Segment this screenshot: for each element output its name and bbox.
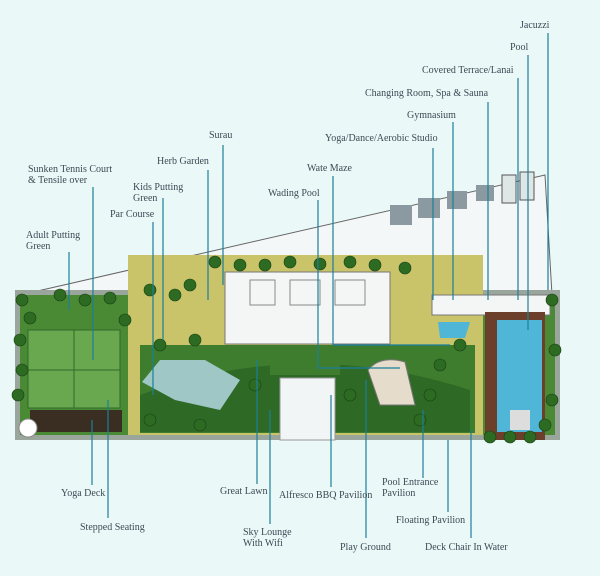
- label-great-lawn: Great Lawn: [220, 486, 268, 497]
- parking-grid: [390, 171, 535, 225]
- label-play-ground: Play Ground: [340, 542, 391, 553]
- label-surau: Surau: [209, 130, 233, 141]
- label-herb-garden: Herb Garden: [157, 156, 209, 167]
- label-line: Sky Lounge: [243, 527, 292, 538]
- label-stepped-seating: Stepped Seating: [80, 522, 145, 533]
- label-line: Kids Putting: [133, 182, 184, 193]
- trees: [11, 255, 562, 444]
- label-sky-lounge: Sky Lounge With Wifi: [243, 527, 292, 549]
- label-floating-pavilion: Floating Pavilion: [396, 515, 466, 526]
- wading-pool: [438, 322, 470, 338]
- label-wate-maze: Wate Maze: [307, 163, 352, 174]
- label-covered-terrace: Covered Terrace/Lanai: [422, 65, 514, 76]
- label-wading-pool: Wading Pool: [268, 188, 320, 199]
- leader-lines: [68, 33, 549, 538]
- label-line: With Wifi: [243, 538, 283, 549]
- label-yoga-studio: Yoga/Dance/Aerobic Studio: [325, 133, 438, 144]
- label-sunken-tennis-court: Sunken Tennis Court & Tensile over: [28, 164, 112, 186]
- label-jacuzzi: Jacuzzi: [520, 20, 550, 31]
- label-line: Pavilion: [382, 488, 416, 499]
- label-line: Sunken Tennis Court: [28, 164, 113, 175]
- label-line: Green: [133, 193, 158, 204]
- label-pool-entrance-pavilion: Pool Entrance Pavilion: [382, 477, 438, 499]
- label-gymnasium: Gymnasium: [407, 110, 456, 121]
- label-par-course: Par Course: [110, 209, 155, 220]
- label-adult-putting-green: Adult Putting Green: [26, 230, 80, 252]
- label-line: Green: [26, 241, 51, 252]
- label-alfresco-bbq-pavilion: Alfresco BBQ Pavilion: [279, 490, 373, 501]
- label-line: & Tensile over: [28, 175, 88, 186]
- label-pool: Pool: [510, 42, 529, 53]
- great-lawn-area: [270, 355, 340, 375]
- yoga-deck-area: [30, 410, 122, 432]
- label-line: Pool Entrance: [382, 477, 439, 488]
- building: [224, 271, 391, 345]
- label-kids-putting-green: Kids Putting Green: [133, 182, 183, 204]
- par-course-area: [142, 360, 240, 410]
- label-yoga-deck: Yoga Deck: [61, 488, 106, 499]
- label-line: Adult Putting: [26, 230, 81, 241]
- label-deck-chair-in-water: Deck Chair In Water: [425, 542, 508, 553]
- playground-area: [367, 359, 416, 406]
- label-changing-room: Changing Room, Spa & Sauna: [365, 88, 489, 99]
- sky-lounge-area: [279, 377, 336, 441]
